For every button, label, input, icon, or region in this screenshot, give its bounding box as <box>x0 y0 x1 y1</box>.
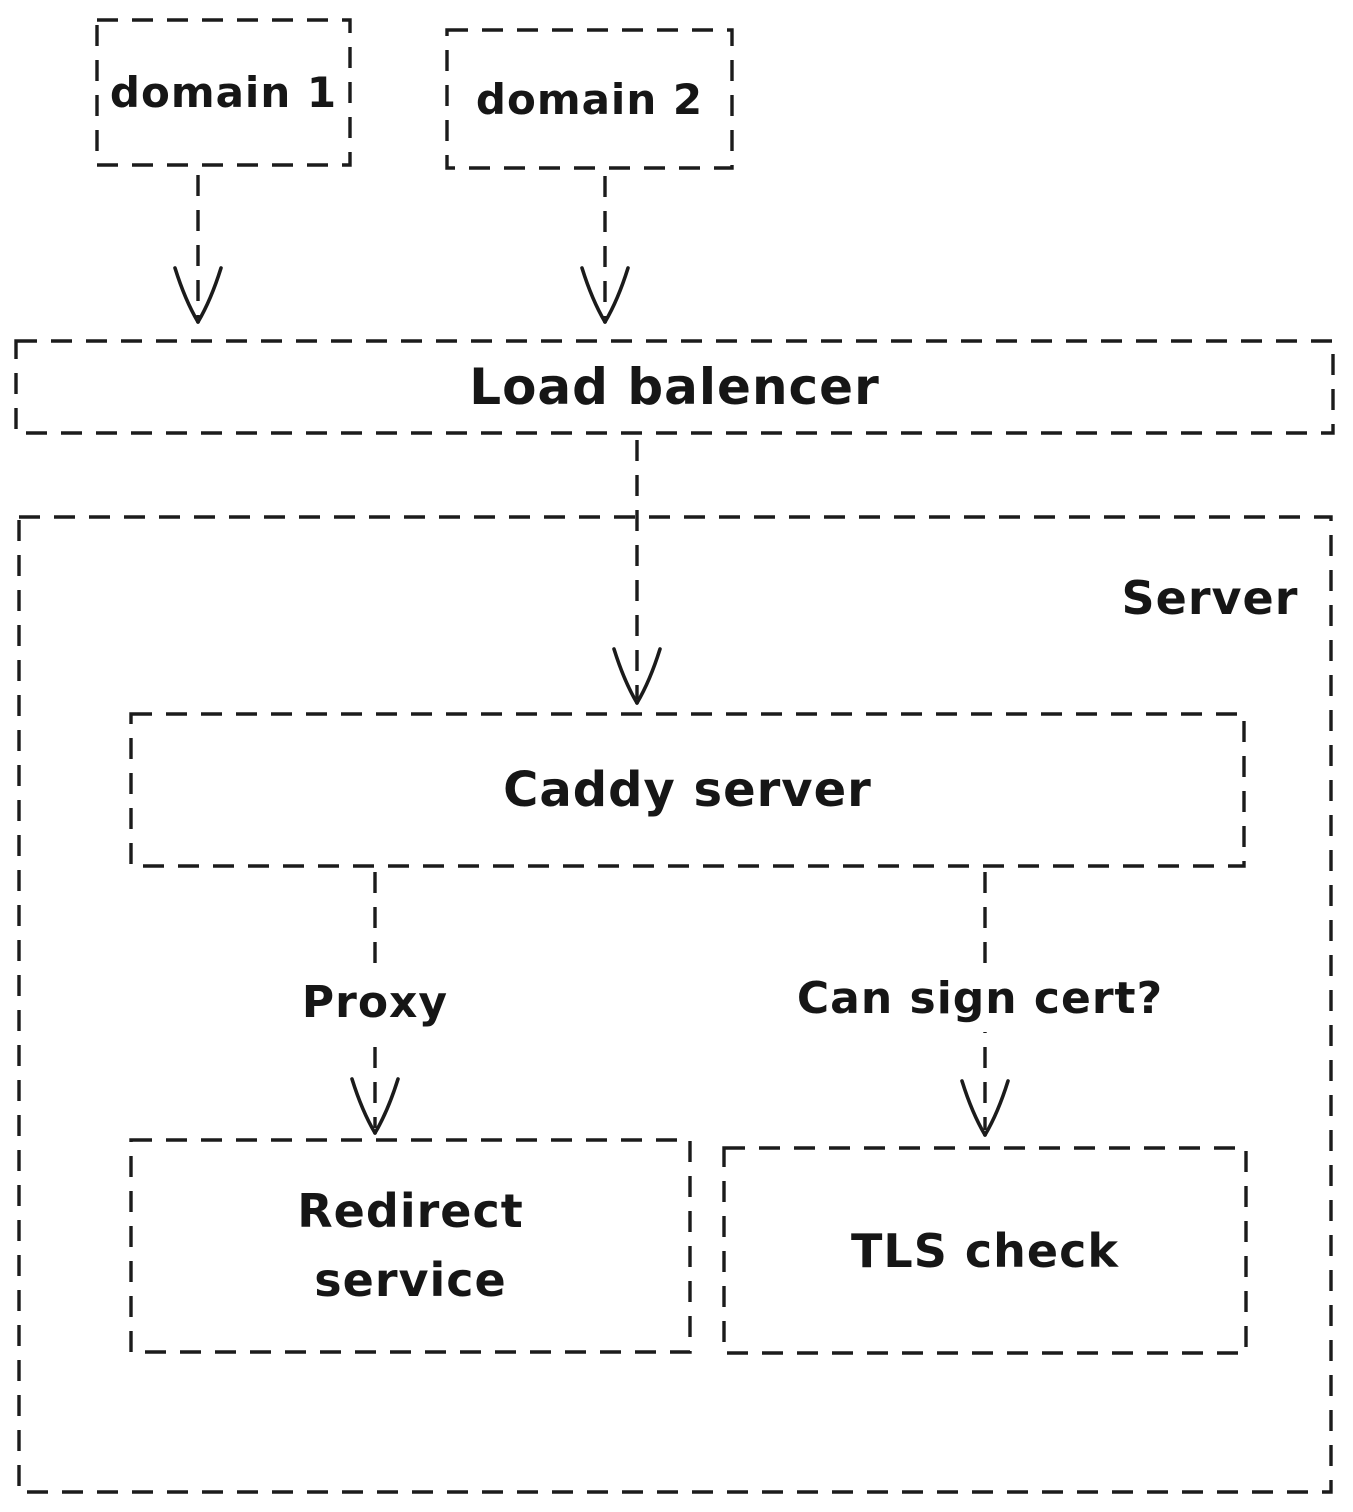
group-box-server <box>17 515 1333 1494</box>
node-caddy-server-label: Caddy server <box>503 762 872 818</box>
node-box-domain-2 <box>445 28 734 170</box>
node-redirect-service-label: Redirect service <box>131 1140 690 1352</box>
node-box-redirect-service <box>129 1138 692 1354</box>
arrowhead-down-icon <box>373 1077 400 1135</box>
node-domain-1-label: domain 1 <box>109 68 338 117</box>
node-box-domain-1 <box>95 18 352 167</box>
edge-can-sign-cert-label: Can sign cert? <box>770 964 1190 1032</box>
node-redirect-service-text: Redirect service <box>297 1184 524 1307</box>
node-domain-2-label: domain 2 <box>475 74 704 124</box>
arrowhead-down-icon <box>960 1079 987 1137</box>
edge-proxy-label: Proxy <box>285 968 465 1036</box>
group-server-label: Server <box>1121 571 1299 625</box>
node-tls-check-label: TLS check <box>851 1223 1119 1278</box>
arrowhead-down-icon <box>983 1079 1010 1137</box>
arrowhead-down-icon <box>580 266 607 324</box>
node-box-load-balancer <box>14 339 1335 435</box>
node-box-tls-check <box>722 1146 1248 1355</box>
arrowhead-down-icon <box>350 1077 377 1135</box>
arrowhead-down-icon <box>196 266 223 324</box>
arrowhead-down-icon <box>612 647 639 705</box>
node-load-balancer-label: Load balencer <box>469 358 880 416</box>
arrowhead-down-icon <box>173 266 200 324</box>
node-box-caddy-server <box>129 712 1246 868</box>
arrowhead-down-icon <box>635 647 662 705</box>
arrowhead-down-icon <box>603 266 630 324</box>
